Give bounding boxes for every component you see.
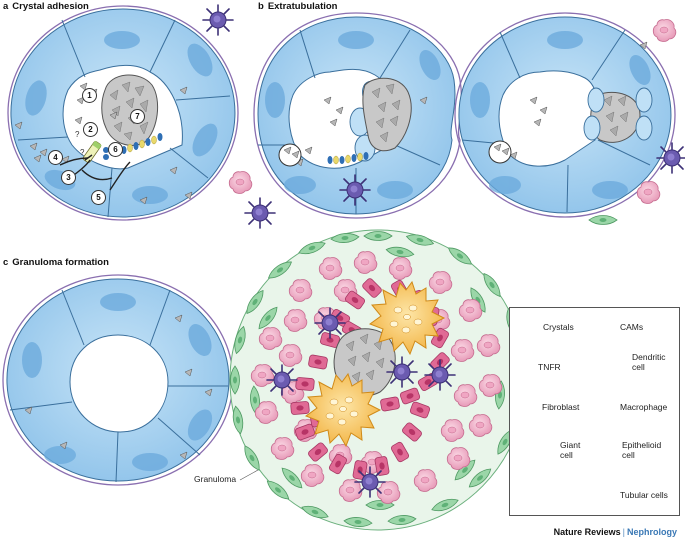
legend-label-epithelioid-cell: Epithelioid cell — [622, 440, 662, 460]
tnfr-a — [82, 140, 102, 163]
arrows-a — [59, 154, 131, 191]
dendritic-cell-a-top — [202, 4, 234, 36]
dendritic-cell-a-bottom — [244, 197, 276, 229]
step-marker-3: 3 — [61, 170, 76, 185]
legend-label-dendritic-cell: Dendritic cell — [632, 352, 666, 372]
journal-credit: Nature Reviews|Nephrology — [554, 527, 677, 537]
legend-label-cams: CAMs — [620, 322, 644, 332]
step-marker-6: 6 — [108, 142, 123, 157]
legend-label-crystals: Crystals — [543, 322, 574, 332]
granuloma — [229, 229, 527, 531]
numbered-marker-b — [278, 143, 302, 167]
macrophage-b-top — [652, 19, 677, 42]
tubule-c — [2, 274, 234, 486]
fibroblast-b — [588, 215, 618, 225]
step-marker-7: 7 — [130, 109, 145, 124]
legend — [509, 307, 680, 516]
tubule-a — [7, 5, 239, 221]
question-mark: ? — [75, 130, 80, 139]
dendritic-cell-b-left — [339, 174, 371, 206]
macrophage-a — [228, 171, 253, 194]
legend-label-fibroblast: Fibroblast — [542, 402, 580, 412]
publisher-name: Nature Reviews — [553, 527, 621, 537]
legend-label-tnfr: TNFR — [538, 362, 561, 372]
crystal-aggregate-a — [101, 74, 159, 146]
step-marker-4: 4 — [48, 150, 63, 165]
dendritic-cell-b-right — [656, 142, 685, 174]
question-mark: ? — [80, 148, 85, 157]
tubule-b-left — [253, 12, 463, 219]
legend-label-macrophage: Macrophage — [620, 402, 668, 412]
legend-label-tubular-cells: Tubular cells — [620, 490, 668, 500]
granuloma-label: Granuloma — [194, 474, 237, 484]
step-marker-1: 1 — [82, 88, 97, 103]
legend-label-giant-cell: Giant cell — [560, 440, 581, 460]
tubule-b-right — [454, 12, 676, 218]
step-marker-5: 5 — [91, 190, 106, 205]
credit-separator: | — [622, 527, 625, 537]
macrophage-b-right — [636, 181, 661, 204]
step-marker-2: 2 — [83, 122, 98, 137]
journal-name: Nephrology — [626, 527, 677, 537]
